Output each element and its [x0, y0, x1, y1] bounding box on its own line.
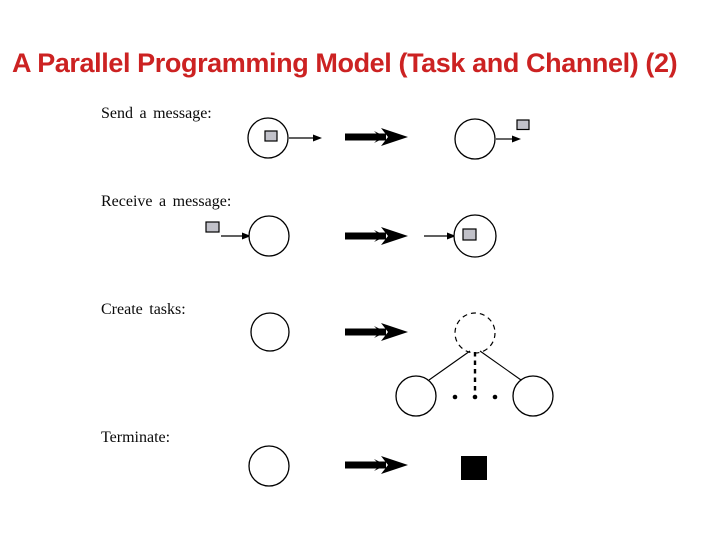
create-left-child-link	[428, 350, 471, 381]
row-label-terminate: Terminate:	[101, 429, 171, 446]
row-label-receive: Receive a message:	[101, 193, 232, 210]
send-result-task-circle	[454, 118, 496, 160]
receive-message-square-outside	[205, 221, 220, 233]
terminated-task-black-square	[461, 456, 487, 480]
send-message-square-outside	[516, 119, 530, 131]
terminate-transition-arrow	[345, 456, 408, 474]
create-right-child-task-circle	[512, 375, 554, 417]
create-task-circle	[250, 312, 290, 352]
create-parent-task-dashed-circle	[454, 312, 496, 354]
receive-result-channel-arrow	[424, 232, 456, 240]
create-right-child-link	[479, 350, 522, 381]
send-result-channel-arrow	[496, 135, 521, 143]
send-transition-arrow	[345, 128, 408, 146]
receive-transition-arrow	[345, 227, 408, 245]
receive-task-circle	[248, 215, 290, 257]
create-transition-arrow	[345, 323, 408, 341]
row-label-send: Send a message:	[101, 105, 212, 122]
slide-title: A Parallel Programming Model (Task and C…	[12, 48, 678, 78]
receive-message-square-inside	[462, 228, 477, 241]
ellipsis-dots	[452, 394, 498, 400]
send-outgoing-channel-arrow	[289, 134, 322, 142]
create-left-child-task-circle	[395, 375, 437, 417]
receive-incoming-channel-arrow	[221, 232, 251, 240]
row-label-create: Create tasks:	[101, 301, 186, 318]
terminate-task-circle	[248, 445, 290, 487]
send-message-square-inside	[264, 130, 278, 142]
